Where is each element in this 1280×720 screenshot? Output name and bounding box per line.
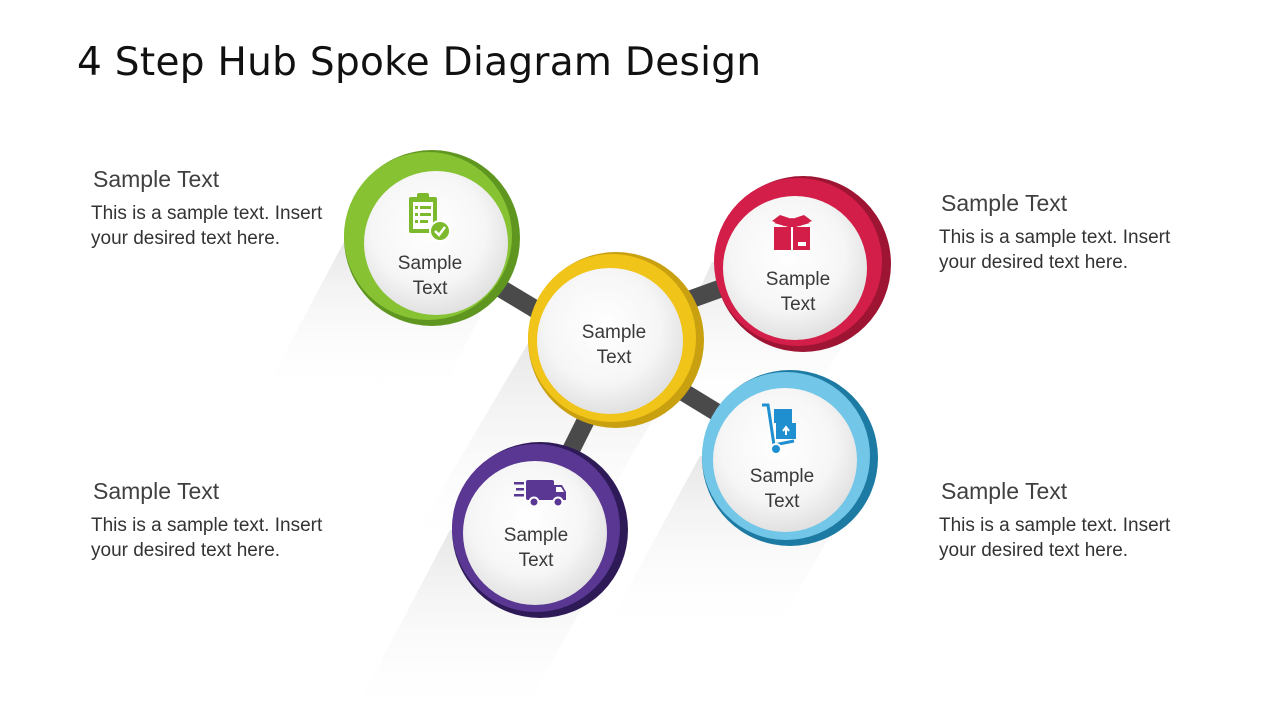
label-line: Sample — [503, 525, 569, 546]
node-blue — [702, 370, 878, 546]
callout-bottom-right: Sample Text This is a sample text. Inser… — [939, 478, 1199, 563]
callout-body: This is a sample text. Insert your desir… — [91, 203, 323, 249]
node-purple — [452, 442, 628, 618]
callout-top-right: Sample Text This is a sample text. Inser… — [939, 190, 1199, 275]
callout-body: This is a sample text. Insert your desir… — [91, 515, 323, 561]
node-label-red: Sample Text — [738, 267, 858, 317]
callout-heading: Sample Text — [93, 166, 220, 192]
label-line: Text — [764, 491, 800, 512]
label-line: Text — [780, 294, 816, 315]
node-red — [714, 176, 891, 352]
spoke-blue — [675, 382, 721, 420]
callout-bottom-left: Sample Text This is a sample text. Inser… — [91, 478, 351, 563]
slide-title: 4 Step Hub Spoke Diagram Design — [77, 40, 762, 85]
open-box-icon — [772, 215, 812, 250]
callout-heading: Sample Text — [93, 478, 220, 504]
callout-heading: Sample Text — [941, 478, 1068, 504]
delivery-truck-icon — [514, 480, 566, 508]
node-green — [344, 150, 520, 326]
label-line: Text — [412, 278, 448, 299]
label-line: Text — [596, 347, 632, 368]
callout-body: This is a sample text. Insert your desir… — [939, 515, 1171, 561]
hub-node — [528, 252, 704, 428]
callout-heading: Sample Text — [941, 190, 1068, 216]
clipboard-check-icon — [409, 193, 451, 242]
node-label-purple: Sample Text — [476, 523, 596, 573]
label-line: Text — [518, 550, 554, 571]
label-line: Sample — [749, 466, 815, 487]
hub-label: Sample Text — [554, 320, 674, 370]
hand-truck-icon — [762, 403, 796, 455]
label-line: Sample — [397, 253, 463, 274]
node-label-green: Sample Text — [370, 251, 490, 301]
label-line: Sample — [581, 322, 647, 343]
label-line: Sample — [765, 269, 831, 290]
node-label-blue: Sample Text — [722, 464, 842, 514]
callout-top-left: Sample Text This is a sample text. Inser… — [91, 166, 351, 251]
callout-body: This is a sample text. Insert your desir… — [939, 227, 1171, 273]
